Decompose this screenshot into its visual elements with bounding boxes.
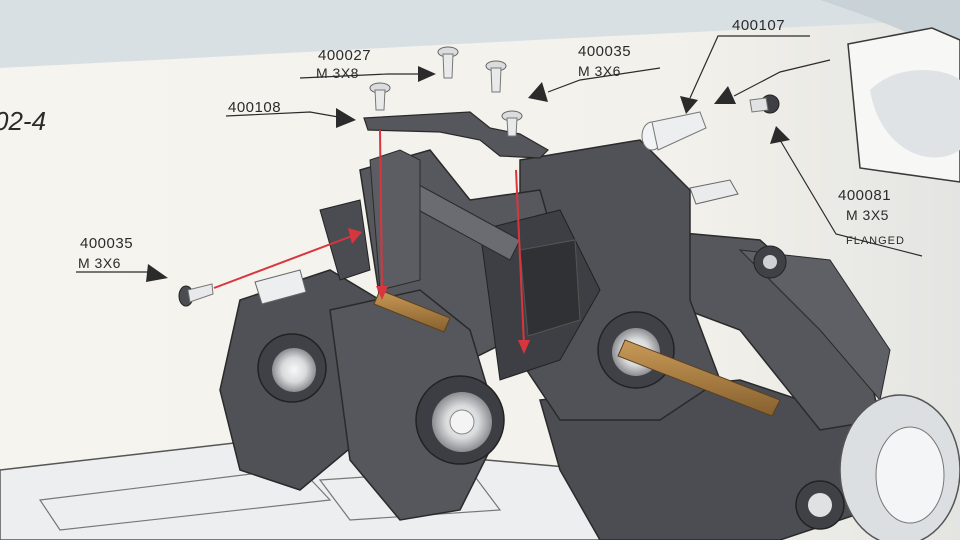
arm-rib <box>738 249 891 402</box>
callout-note: FLANGED <box>846 235 905 247</box>
tower-ball-stud <box>689 179 739 205</box>
callout-400035-side: 400035 M 3X6 <box>78 235 133 271</box>
arrow-screw-down-head <box>518 340 530 354</box>
arrow-plate-down <box>379 129 383 289</box>
ball-stud-400107 <box>641 111 707 151</box>
arrow-side-screw-head <box>348 228 362 244</box>
callout-spec: M 3X6 <box>78 255 121 271</box>
left-bearing <box>272 348 316 392</box>
chassis-slot <box>38 467 332 531</box>
callout-400035-top: 400035 M 3X6 <box>578 43 631 79</box>
callout-400107: 400107 <box>732 17 785 34</box>
front-bearing-bore <box>449 409 475 435</box>
callout-part-number: 400107 <box>732 17 785 34</box>
callout-part-number: 400108 <box>228 99 281 116</box>
assembly-arrows <box>213 129 530 354</box>
callout-spec: M 3X5 <box>846 207 889 223</box>
screw-400027-a <box>437 46 459 79</box>
screw-400081-flanged <box>749 94 780 114</box>
screw-400027-c <box>369 82 391 111</box>
callout-400108: 400108 <box>228 99 281 116</box>
drive-shaft-right <box>617 339 781 417</box>
callout-part-number: 400081 <box>838 187 891 204</box>
screw-400035-side <box>178 283 214 307</box>
screw-400035-top <box>501 110 523 137</box>
arrow-plate-down-head <box>376 286 388 300</box>
outdrive-inner <box>875 426 945 524</box>
detail-inset-shape <box>870 70 960 158</box>
hex-bolt <box>808 493 832 517</box>
step-number: 02-4 <box>0 106 46 136</box>
screw-400027-b <box>485 60 507 93</box>
callout-part-number: 400035 <box>578 43 631 60</box>
callout-spec: M 3X8 <box>316 65 359 81</box>
callout-part-number: 400035 <box>80 235 133 252</box>
callout-400027: 400027 M 3X8 <box>316 47 371 81</box>
callout-part-number: 400027 <box>318 47 371 64</box>
gear-teeth <box>519 239 581 337</box>
side-ball-stud <box>254 269 307 305</box>
arrow-screw-down <box>515 169 525 346</box>
link-mount <box>319 199 371 281</box>
drive-shaft-left <box>373 289 451 333</box>
top-plate-part <box>363 111 549 159</box>
arrow-side-screw <box>213 235 353 289</box>
page-edge-shadow <box>820 0 960 60</box>
callout-400081: 400081 M 3X5 FLANGED <box>838 187 905 247</box>
leader-lines <box>76 35 923 282</box>
callout-spec: M 3X6 <box>578 63 621 79</box>
tower-bolt-head <box>763 255 777 269</box>
